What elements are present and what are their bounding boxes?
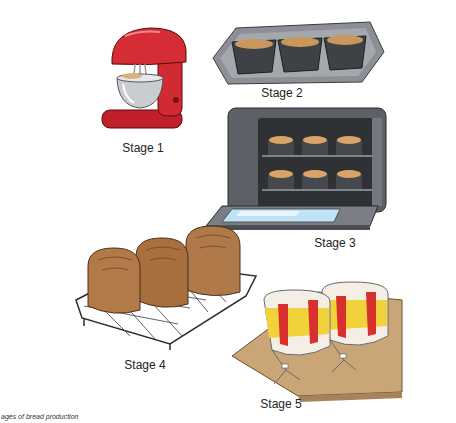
loaf-pan: [232, 40, 276, 74]
stand-mixer: [102, 28, 186, 128]
tray: [213, 22, 384, 84]
loaf: [337, 170, 361, 178]
oven-body: [228, 108, 386, 212]
oven-racks: [262, 136, 372, 190]
loaf: [269, 136, 293, 144]
bread-bag: [322, 282, 388, 345]
loaf: [269, 170, 293, 178]
stage-label: Stage 5: [260, 397, 301, 411]
twist-tie: [340, 354, 346, 358]
loaf: [337, 136, 361, 144]
door-window: [222, 209, 340, 222]
bowl-highlight: [123, 84, 134, 103]
stage-label: Stage 4: [124, 358, 165, 372]
raw-loaf: [281, 37, 319, 47]
loaf: [303, 136, 327, 144]
oven-side: [372, 118, 382, 206]
figure-caption: ages of bread production: [1, 413, 78, 421]
raw-loaf: [235, 39, 273, 49]
bag-tail: [330, 340, 356, 372]
bread-bag: [264, 290, 330, 355]
stage-label: Stage 1: [122, 141, 163, 155]
loaf-crust: [196, 235, 230, 248]
loaf-crust: [98, 257, 132, 270]
oven-cavity: [258, 118, 374, 208]
bag-stripe: [336, 292, 376, 338]
mixer-highlight: [125, 32, 160, 37]
rack-leg: [83, 318, 85, 326]
rack: [262, 189, 372, 191]
loaf: [303, 170, 327, 178]
board-edge: [298, 392, 402, 402]
stage-label: Stage 3: [314, 236, 355, 250]
baking-tray: [213, 22, 384, 84]
mixer-knob: [173, 97, 179, 103]
bag-tail: [272, 350, 300, 384]
mixer-bowl-rim: [117, 74, 163, 82]
rack: [262, 155, 372, 157]
loaf-pan: [324, 36, 366, 70]
loaf-crust: [146, 247, 180, 260]
loaf: [186, 226, 240, 296]
twist-tie: [282, 364, 288, 368]
bag-label: [265, 308, 329, 338]
tray-inner: [220, 28, 376, 78]
bread-loaves: [88, 226, 240, 313]
stage-label: Stage 2: [261, 86, 302, 100]
loaf: [88, 248, 140, 313]
loaf-pan: [278, 38, 322, 72]
window-glare: [236, 211, 300, 216]
oven-door: [206, 206, 378, 226]
bag-label: [323, 300, 387, 330]
raw-loaf: [327, 35, 363, 45]
loaf-pans: [232, 35, 366, 74]
mixer-head: [112, 28, 186, 65]
oven: [206, 108, 386, 230]
bag-stripe: [278, 300, 318, 346]
loaf: [136, 238, 188, 307]
rack-leg: [169, 344, 171, 350]
bagged-loaves: [264, 282, 388, 384]
dough: [122, 73, 142, 79]
